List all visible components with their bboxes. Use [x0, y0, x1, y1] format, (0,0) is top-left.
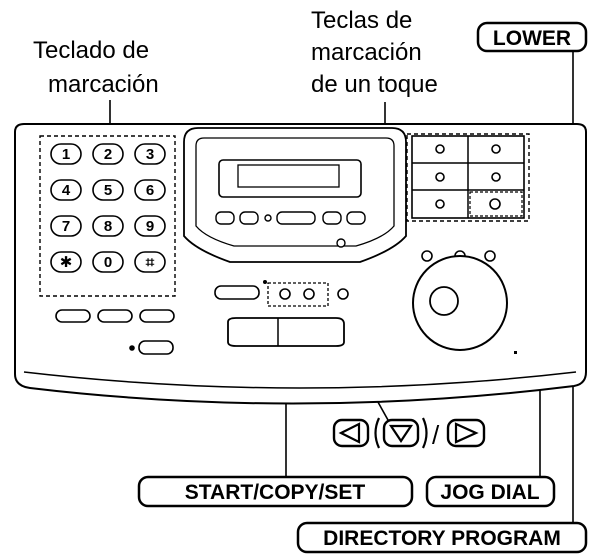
- svg-text:✱: ✱: [60, 254, 73, 271]
- display-button-4[interactable]: [346, 211, 366, 225]
- display-housing: [183, 127, 407, 263]
- function-button-4[interactable]: [138, 340, 174, 355]
- function-button-1[interactable]: [55, 309, 91, 323]
- start-copy-set-label: START/COPY/SET: [137, 475, 414, 508]
- triangle-left-icon: [338, 422, 361, 444]
- keypad-key-9[interactable]: 9: [134, 215, 166, 237]
- start-copy-set-button[interactable]: [227, 317, 345, 347]
- keypad-key-0[interactable]: 0: [92, 251, 124, 273]
- svg-text:9: 9: [146, 218, 154, 235]
- nav-key-3[interactable]: [337, 288, 349, 300]
- function-button-3[interactable]: [139, 309, 175, 323]
- lower-key[interactable]: [489, 198, 501, 210]
- svg-text:⌗: ⌗: [145, 254, 155, 271]
- indicator-dot: [129, 345, 135, 351]
- svg-text:7: 7: [62, 218, 70, 235]
- jog-dial[interactable]: [412, 255, 517, 354]
- one-touch-keys-label-line3: de un toque: [311, 71, 438, 98]
- keypad-key-7[interactable]: 7: [50, 215, 82, 237]
- one-touch-key-1[interactable]: [435, 144, 445, 154]
- triangle-down-icon: [388, 424, 414, 443]
- svg-text:5: 5: [104, 182, 112, 199]
- one-touch-key-2[interactable]: [491, 144, 501, 154]
- nav-keys-outline: [267, 282, 329, 307]
- keypad-key-3[interactable]: 3: [134, 143, 166, 165]
- keypad-key-2[interactable]: 2: [92, 143, 124, 165]
- svg-text:1: 1: [62, 146, 70, 163]
- keypad-key-5[interactable]: 5: [92, 179, 124, 201]
- svg-text:0: 0: [104, 254, 112, 271]
- one-touch-key-5[interactable]: [435, 199, 445, 209]
- function-button-2[interactable]: [97, 309, 133, 323]
- display-button-wide[interactable]: [276, 211, 316, 225]
- one-touch-key-3[interactable]: [435, 172, 445, 182]
- program-button-1[interactable]: [421, 250, 433, 262]
- dial-keypad-label-line1: Teclado de: [33, 37, 149, 64]
- display-button-2[interactable]: [239, 211, 259, 225]
- keypad-key-1[interactable]: 1: [50, 143, 82, 165]
- one-touch-keys: [406, 133, 530, 222]
- display-button-1[interactable]: [215, 211, 235, 225]
- nav-key-labels: /: [332, 417, 486, 450]
- lower-button-label: LOWER: [476, 21, 588, 53]
- keypad-key-4[interactable]: 4: [50, 179, 82, 201]
- keypad-key-6[interactable]: 6: [134, 179, 166, 201]
- display-indicator-lower: [336, 238, 346, 248]
- display-button-3[interactable]: [322, 211, 342, 225]
- one-touch-key-4[interactable]: [491, 172, 501, 182]
- svg-text:3: 3: [146, 146, 154, 163]
- keypad-key-8[interactable]: 8: [92, 215, 124, 237]
- stop-button[interactable]: [214, 285, 260, 300]
- svg-text:6: 6: [146, 182, 154, 199]
- svg-text:2: 2: [104, 146, 112, 163]
- keypad-key-hash[interactable]: ⌗: [134, 251, 166, 273]
- middle-controls: [214, 280, 349, 347]
- triangle-right-icon: [454, 422, 479, 444]
- directory-program-button[interactable]: [484, 250, 496, 262]
- svg-text:8: 8: [104, 218, 112, 235]
- directory-program-label: DIRECTORY PROGRAM: [296, 521, 588, 554]
- display-indicator: [264, 214, 272, 222]
- lower-key-outline: [469, 191, 523, 217]
- nav-key-2[interactable]: [303, 288, 315, 300]
- one-touch-keys-label-line1: Teclas de: [311, 7, 412, 34]
- lcd-display: [237, 164, 340, 188]
- directory-program-label-text: DIRECTORY PROGRAM: [323, 527, 561, 550]
- one-touch-keys-label-line2: marcación: [311, 39, 422, 66]
- svg-text:4: 4: [62, 182, 71, 199]
- jog-dial-label: JOG DIAL: [425, 475, 556, 508]
- function-buttons: [55, 309, 175, 355]
- keypad-key-star[interactable]: ✱: [50, 251, 82, 273]
- nav-key-1[interactable]: [279, 288, 291, 300]
- jog-dial-label-text: JOG DIAL: [440, 481, 539, 504]
- dial-keypad-label-line2: marcación: [48, 71, 159, 98]
- dial-keypad: 1 2 3 4 5 6 7 8: [50, 143, 166, 273]
- lower-label-text: LOWER: [493, 27, 571, 50]
- start-copy-set-label-text: START/COPY/SET: [185, 481, 366, 504]
- nav-separator: /: [432, 420, 440, 450]
